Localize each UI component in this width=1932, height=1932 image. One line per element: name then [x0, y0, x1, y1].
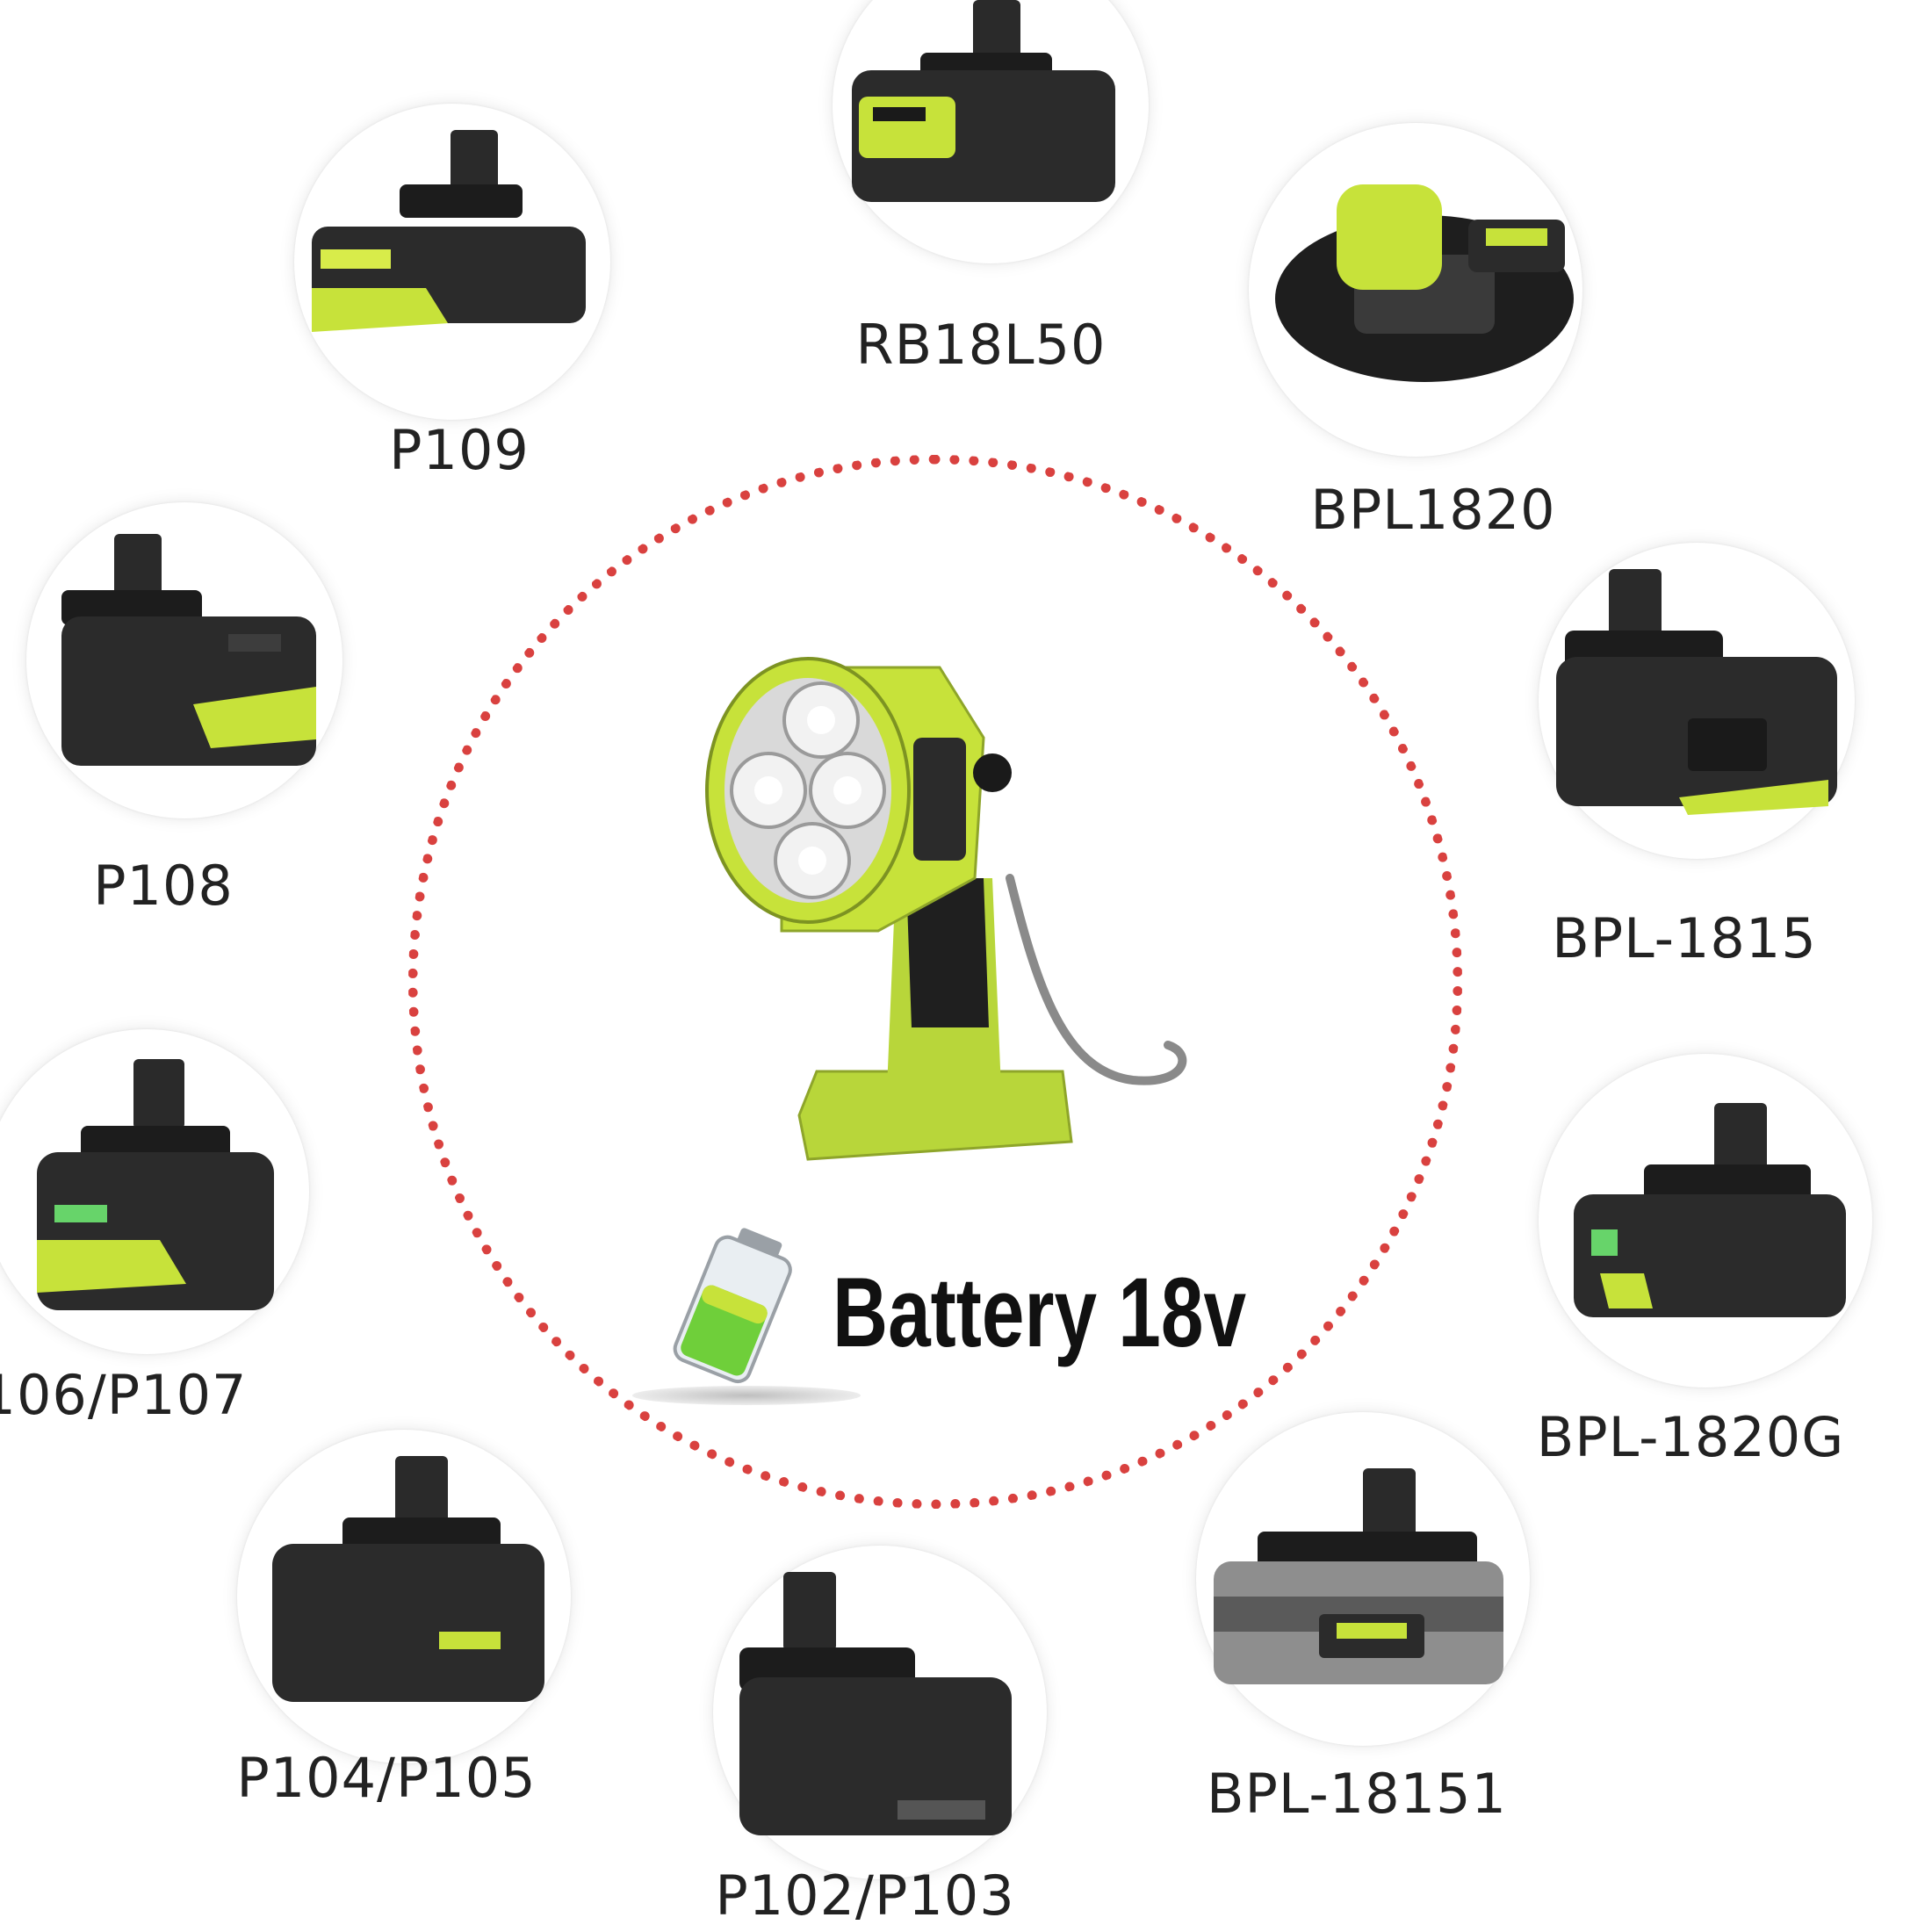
model-label-bpl1820: BPL1820 — [1310, 478, 1556, 542]
battery-pack-icon — [852, 0, 1115, 202]
battery-badge-bpl1820 — [1249, 123, 1582, 457]
battery-pack-icon — [1214, 1468, 1503, 1684]
battery-badge-bpl-18151 — [1196, 1412, 1530, 1746]
model-label-p104-p105: P104/P105 — [236, 1746, 537, 1810]
battery-pack-icon — [1275, 184, 1574, 382]
model-label-p102-p103: P102/P103 — [715, 1864, 1015, 1928]
battery-badge-bpl-1815 — [1539, 543, 1855, 859]
model-label-bpl-1815: BPL-1815 — [1552, 906, 1817, 970]
model-label-p109: P109 — [389, 418, 530, 482]
battery-badge-p102-p103 — [713, 1546, 1047, 1879]
battery-badge-p104-p105 — [237, 1430, 571, 1763]
model-label-bpl-18151: BPL-18151 — [1207, 1762, 1507, 1826]
battery-badge-bpl-1820g — [1539, 1054, 1872, 1388]
battery-pack-icon — [312, 130, 586, 332]
model-label-p106-p107: 106/P107 — [0, 1363, 248, 1427]
battery-badge-rb18l50 — [833, 0, 1149, 263]
model-label-rb18l50: RB18L50 — [855, 313, 1107, 377]
battery-pack-icon — [37, 1059, 274, 1310]
dotted-ring — [408, 455, 1462, 1509]
caption-shadow — [632, 1386, 861, 1405]
battery-badge-p109 — [294, 104, 610, 420]
battery-badge-p106-p107 — [0, 1029, 309, 1354]
caption-text: Battery 18v — [833, 1258, 1247, 1367]
battery-pack-icon — [272, 1456, 544, 1702]
battery-pack-icon — [1556, 569, 1837, 815]
battery-charge-icon — [673, 1228, 792, 1384]
battery-pack-icon — [739, 1572, 1012, 1835]
battery-caption: Battery 18v — [667, 1221, 1300, 1396]
battery-pack-icon — [1574, 1103, 1846, 1317]
model-label-p108: P108 — [93, 854, 234, 918]
model-label-bpl-1820g: BPL-1820G — [1536, 1405, 1845, 1469]
battery-pack-icon — [61, 534, 316, 766]
battery-badge-p108 — [26, 502, 342, 818]
led-work-light-image — [705, 657, 1187, 1161]
